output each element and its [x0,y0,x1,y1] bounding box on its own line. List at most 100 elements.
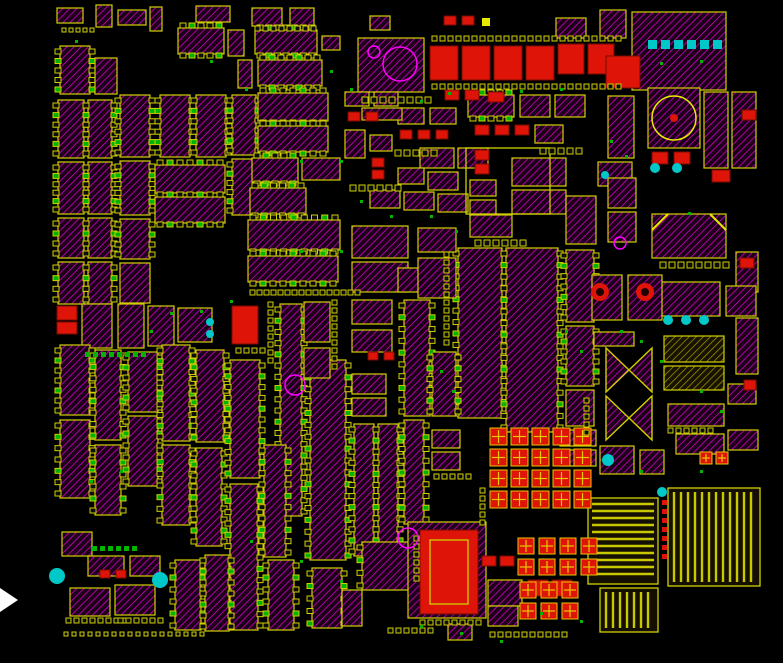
pin-pad[interactable] [560,283,568,290]
pin-pad[interactable] [274,351,282,358]
pin-pad[interactable] [52,250,60,257]
pin-header[interactable] [535,83,542,90]
component-footprint[interactable] [119,262,151,304]
pin-header[interactable] [479,503,486,510]
pin-header[interactable] [479,83,486,90]
pin-header[interactable] [695,261,703,269]
pin-header[interactable] [133,352,138,357]
pin-pad[interactable] [505,89,513,96]
pin-header[interactable] [662,509,667,514]
pin-pad[interactable] [227,601,235,608]
pin-pad[interactable] [292,586,300,593]
pin-pad[interactable] [280,214,288,221]
pin-pad[interactable] [156,422,164,429]
pin-pad[interactable] [258,384,266,391]
pin-pad[interactable] [556,401,564,408]
pin-pad[interactable] [82,121,90,128]
pin-pad[interactable] [88,77,96,83]
pin-pad[interactable] [119,447,127,454]
pin-header[interactable] [430,149,438,157]
pin-header[interactable] [117,617,124,624]
pin-header[interactable] [615,83,622,90]
pin-header[interactable] [557,147,565,155]
pin-pad[interactable] [422,422,430,429]
smd-pad[interactable] [739,257,755,269]
pin-header[interactable] [249,289,256,296]
heatsink-footprint[interactable] [587,497,659,585]
pin-header[interactable] [424,96,432,104]
pin-header[interactable] [463,35,470,42]
pin-pad[interactable] [560,368,568,375]
pin-header[interactable] [331,315,338,322]
pin-pad[interactable] [500,412,508,419]
pin-pad[interactable] [176,159,184,166]
pin-pad[interactable] [344,433,352,440]
pin-pad[interactable] [398,302,406,309]
pin-pad[interactable] [54,387,62,394]
pin-pad[interactable] [82,296,90,303]
pin-pad[interactable] [284,492,292,499]
pin-pad[interactable] [428,337,436,344]
component-footprint[interactable] [117,9,147,26]
component-footprint[interactable] [177,27,225,55]
pin-pad[interactable] [148,172,156,179]
component-footprint[interactable] [267,559,295,631]
pin-pad[interactable] [344,445,352,452]
via-pad[interactable] [602,454,614,466]
test-point[interactable] [250,540,253,543]
via-pad[interactable] [152,572,168,588]
pin-pad[interactable] [500,273,508,280]
test-point[interactable] [660,62,663,65]
pin-header[interactable] [599,83,606,90]
pin-header[interactable] [103,631,109,637]
component-footprint[interactable] [725,285,757,317]
test-point[interactable] [640,470,643,473]
pin-pad[interactable] [215,22,223,29]
pin-header[interactable] [479,35,486,42]
pin-pad[interactable] [186,191,194,198]
pin-pad[interactable] [110,121,118,128]
pin-pad[interactable] [88,67,96,74]
pin-header[interactable] [443,307,450,314]
pin-pad[interactable] [199,579,207,586]
pin-pad[interactable] [560,252,568,259]
pin-header[interactable] [101,352,106,357]
pin-pad[interactable] [454,408,462,415]
pin-pad[interactable] [154,107,162,114]
smd-pad[interactable] [474,163,490,175]
pin-pad[interactable] [262,562,270,569]
component-footprint[interactable] [127,415,159,487]
pin-pad[interactable] [89,409,97,416]
pin-header[interactable] [583,83,590,90]
pin-pad[interactable] [500,389,508,396]
pin-header[interactable] [615,35,622,42]
test-point[interactable] [700,60,703,63]
component-footprint[interactable] [195,349,225,443]
pin-pad[interactable] [372,426,380,433]
component-footprint[interactable] [417,257,457,299]
component-footprint[interactable] [353,423,375,557]
pad[interactable] [687,40,696,49]
component-footprint[interactable] [639,449,665,475]
pin-pad[interactable] [426,386,434,393]
pin-pad[interactable] [274,317,282,324]
pin-header[interactable] [302,25,309,32]
smd-pad[interactable] [605,55,641,89]
pin-pad[interactable] [226,97,234,104]
pin-header[interactable] [68,27,74,33]
pin-header[interactable] [403,149,411,157]
pin-pad[interactable] [114,107,122,114]
pin-header[interactable] [662,536,667,541]
test-point[interactable] [245,88,248,91]
pin-pad[interactable] [156,494,164,501]
pin-header[interactable] [583,405,590,412]
component-footprint[interactable] [161,444,191,526]
smd-pad[interactable] [461,45,491,81]
test-point[interactable] [660,360,663,363]
pin-pad[interactable] [52,285,60,292]
pin-pad[interactable] [114,221,122,228]
component-footprint[interactable] [119,218,151,260]
pin-pad[interactable] [176,191,184,198]
component-footprint[interactable] [204,554,230,632]
pin-header[interactable] [267,349,274,356]
